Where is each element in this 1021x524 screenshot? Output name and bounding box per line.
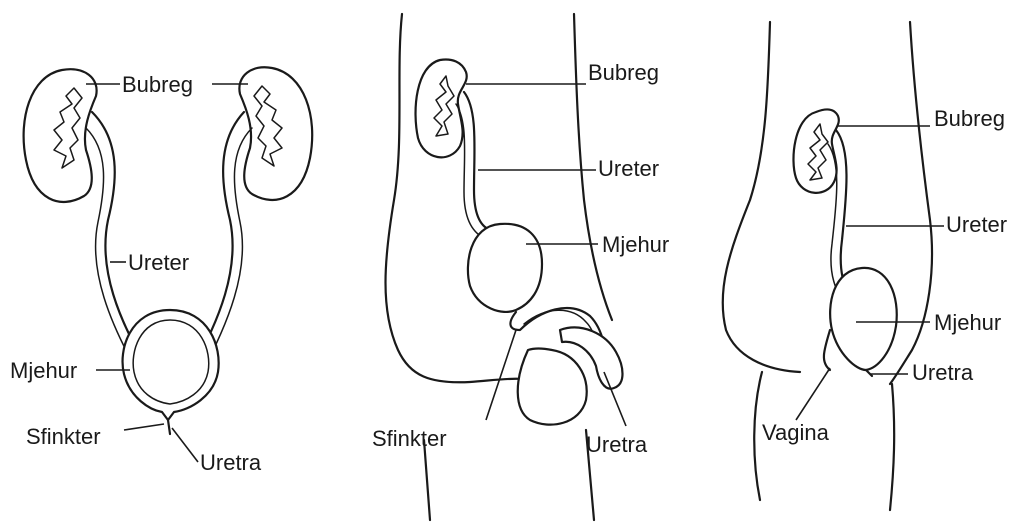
front-ureter-label: Ureter (128, 250, 189, 275)
male-bladder (468, 224, 542, 312)
front-kidney-label: Bubreg (122, 72, 193, 97)
female-leg-back (890, 384, 894, 510)
female-ureter-label: Ureter (946, 212, 1007, 237)
female-leg-front (754, 372, 762, 500)
male-bladder-label: Mjehur (602, 232, 669, 257)
female-urethra (866, 370, 872, 376)
female-vagina-label: Vagina (762, 420, 830, 445)
female-vagina (824, 330, 830, 370)
front-right-kidney (239, 67, 312, 200)
male-side-view-panel: Bubreg Ureter Mjehur Sfinkter Uretra (372, 14, 669, 520)
female-kidney-label: Bubreg (934, 106, 1005, 131)
front-sphincter-label: Sfinkter (26, 424, 101, 449)
front-view-panel: Bubreg Ureter Mjehur Sfinkter Uretra (10, 67, 312, 475)
front-bladder-label: Mjehur (10, 358, 77, 383)
front-left-kidney (24, 69, 97, 202)
male-urethra-label: Uretra (586, 432, 648, 457)
male-ureter-label: Ureter (598, 156, 659, 181)
front-sphincter-leader (124, 424, 164, 430)
male-leg-left (424, 440, 430, 520)
male-scrotum (518, 349, 587, 425)
female-vagina-leader (796, 368, 830, 420)
male-ureter (464, 92, 490, 230)
female-side-view-panel: Bubreg Ureter Mjehur Uretra Vagina (723, 22, 1007, 510)
female-bladder (830, 268, 897, 370)
female-bladder-label: Mjehur (934, 310, 1001, 335)
front-urethra-label: Uretra (200, 450, 262, 475)
female-urethra-label: Uretra (912, 360, 974, 385)
front-urethra-leader (172, 428, 198, 462)
male-sphincter-leader (486, 330, 516, 420)
male-kidney-label: Bubreg (588, 60, 659, 85)
male-sphincter-label: Sfinkter (372, 426, 447, 451)
female-body-outline-front (723, 22, 800, 372)
front-urethra (168, 420, 170, 434)
